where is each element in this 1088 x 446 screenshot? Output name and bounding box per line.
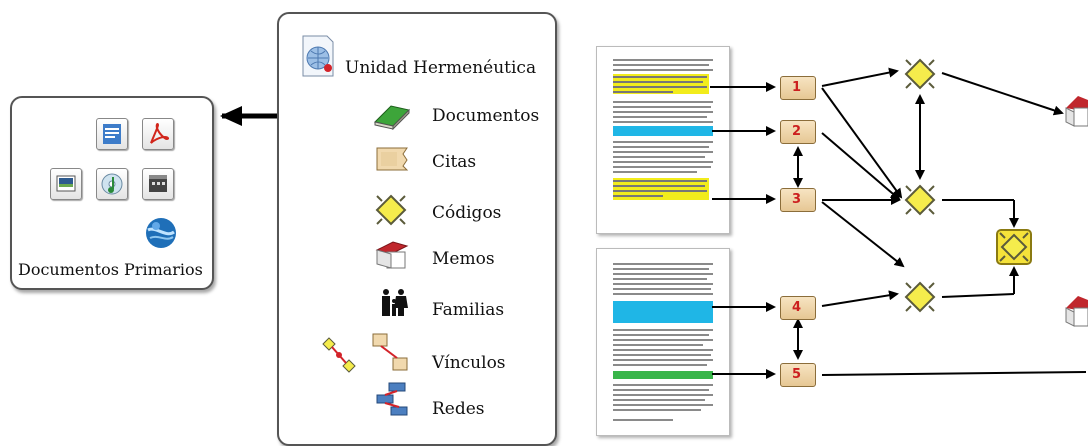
hu-item-familias: Familias: [432, 300, 505, 320]
hu-item-codigos: Códigos: [432, 203, 502, 223]
hermeneutic-unit-title: Unidad Hermenéutica: [345, 58, 537, 78]
quotation-icon: [375, 146, 409, 172]
hu-item-redes: Redes: [432, 399, 485, 419]
code-node-2: [904, 184, 936, 216]
memo-node-2: [1065, 296, 1088, 327]
quotation-4: 4: [780, 296, 816, 320]
video-icon: [142, 168, 174, 200]
hu-item-vinculos: Vínculos: [432, 353, 506, 373]
code-node-1: [904, 58, 936, 90]
super-code-node: [996, 229, 1032, 265]
image-icon: [50, 168, 82, 200]
hermeneutic-unit-box: Unidad Hermenéutica Documentos Citas Cód…: [277, 12, 557, 446]
quotation-5: 5: [780, 363, 816, 387]
hu-item-memos: Memos: [432, 249, 495, 269]
hermeneutic-unit-icon: [299, 34, 337, 78]
hu-item-citas: Citas: [432, 152, 477, 172]
networks-icon: [375, 382, 411, 416]
memo-icon: [375, 240, 409, 270]
document-page-1: [596, 46, 730, 234]
quotation-3: 3: [780, 188, 816, 212]
word-document-icon: [96, 118, 128, 150]
code-icon: [373, 192, 409, 228]
network-arrows: [710, 67, 1087, 379]
families-icon: [379, 288, 409, 318]
quotation-1: 1: [780, 76, 816, 100]
documents-icon: [371, 102, 411, 130]
primary-documents-title: Documentos Primarios: [18, 260, 203, 279]
hu-item-documentos: Documentos: [432, 106, 540, 126]
code-nodes: [904, 58, 1088, 327]
audio-icon: [96, 168, 128, 200]
links-icon: [321, 332, 413, 374]
quotation-2: 2: [780, 120, 816, 144]
primary-documents-box: Documentos Primarios: [10, 96, 214, 290]
document-page-2: [596, 248, 730, 436]
code-node-3: [904, 281, 936, 313]
google-earth-icon: [144, 216, 178, 250]
memo-node-1: [1065, 96, 1088, 127]
pdf-icon: [142, 118, 174, 150]
